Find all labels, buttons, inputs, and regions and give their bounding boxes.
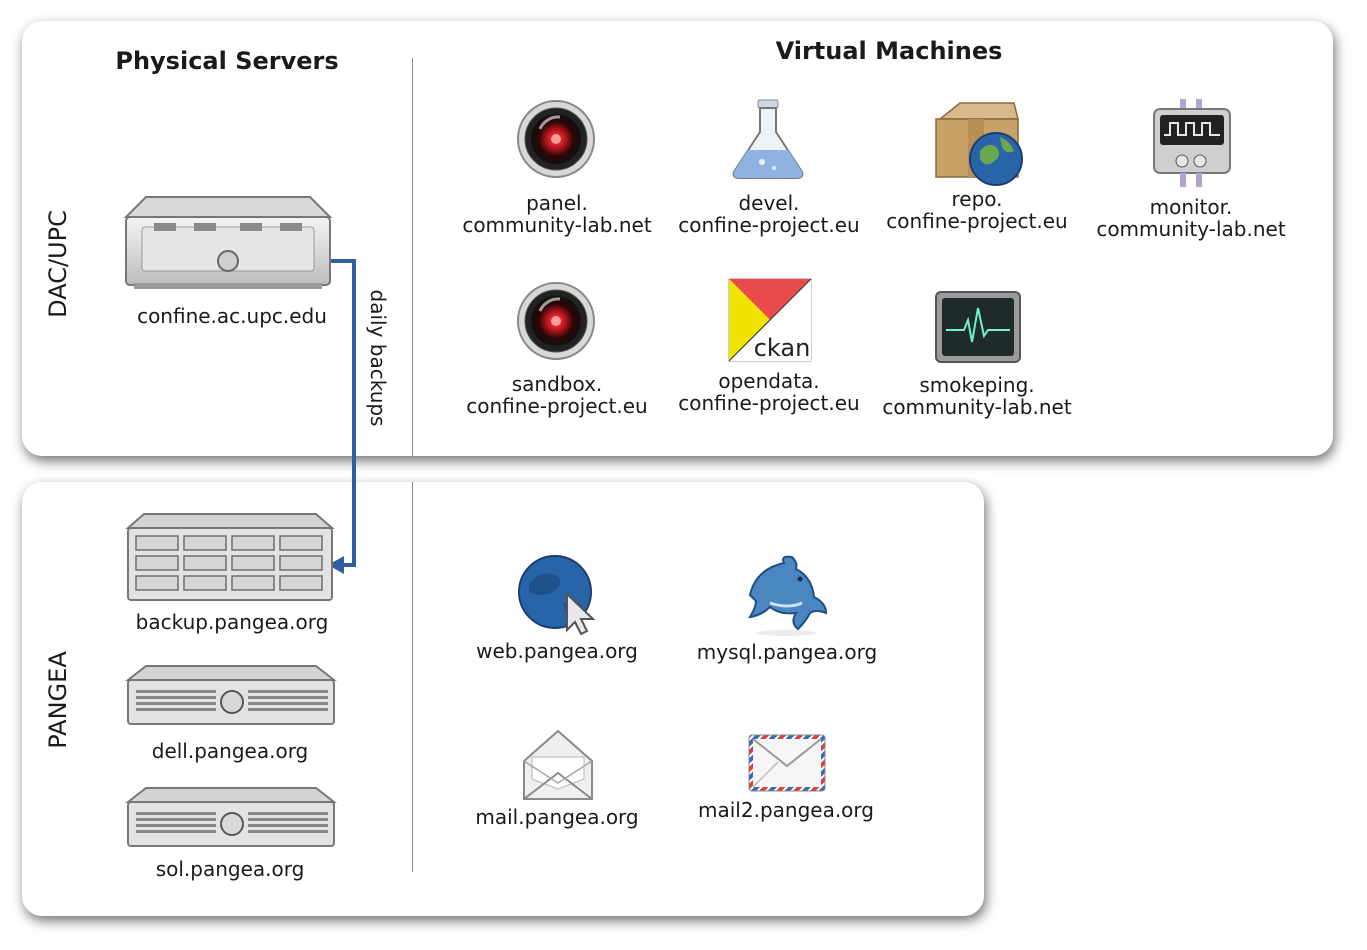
airmail-envelope-icon [748, 734, 826, 792]
virtual-machines-title: Virtual Machines [775, 37, 1003, 65]
physical-server-label-confine: confine.ac.upc.edu [137, 304, 327, 328]
region-label-dac-upc: DAC/UPC [44, 210, 72, 318]
vm-label-monitor: monitor.community-lab.net [1096, 195, 1286, 241]
vm-label-mysql: mysql.pangea.org [696, 640, 878, 664]
vm-label-opendata: opendata.confine-project.eu [678, 369, 860, 415]
storage-array-icon [125, 512, 335, 604]
rack-server-icon [125, 664, 337, 728]
globe-cursor-icon [517, 554, 601, 636]
vm-label-smokeping: smokeping.community-lab.net [882, 373, 1072, 419]
vm-label-sandbox: sandbox.confine-project.eu [466, 372, 648, 418]
vm-label-panel: panel.community-lab.net [462, 191, 652, 237]
physical-servers-title: Physical Servers [115, 47, 339, 75]
package-globe-icon [934, 101, 1026, 187]
hal-eye-icon [516, 281, 596, 361]
daily-backups-label: daily backups [366, 289, 390, 427]
vm-label-web: web.pangea.org [476, 639, 638, 663]
envelope-open-icon [522, 727, 594, 801]
ckan-logo-icon: ckan [728, 278, 812, 362]
physical-server-label-backup: backup.pangea.org [135, 610, 329, 634]
region-label-pangea: PANGEA [44, 651, 72, 749]
vm-label-repo: repo.confine-project.eu [886, 187, 1068, 233]
silver-server-icon [123, 195, 333, 291]
monitor-icon [1152, 99, 1232, 191]
physical-server-label-dell: dell.pangea.org [151, 739, 309, 763]
svg-text:ckan: ckan [754, 334, 811, 362]
heartbeat-monitor-icon [934, 290, 1022, 366]
column-divider-pangea [412, 482, 413, 872]
vm-label-devel: devel.confine-project.eu [678, 191, 860, 237]
vm-label-mail: mail.pangea.org [475, 805, 639, 829]
flask-icon [728, 98, 808, 182]
rack-server-icon [125, 786, 337, 850]
hal-eye-icon [516, 99, 596, 179]
vm-label-mail2: mail2.pangea.org [698, 798, 874, 822]
column-divider-dac [412, 58, 413, 456]
dolphin-icon [740, 553, 828, 637]
physical-server-label-sol: sol.pangea.org [155, 857, 305, 881]
